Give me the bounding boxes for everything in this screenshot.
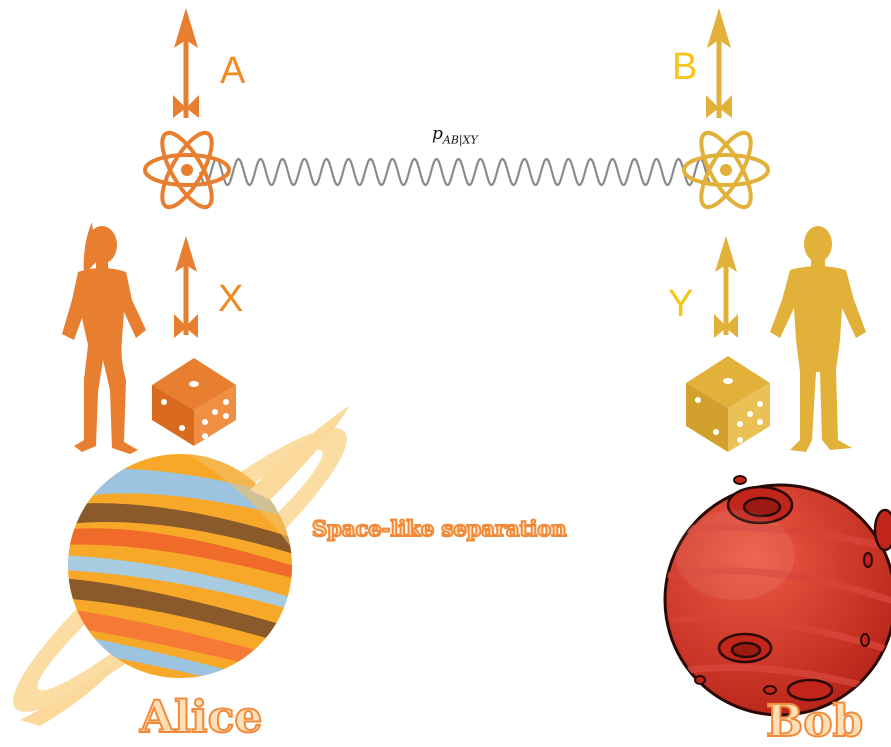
alice-input-arrow-icon: [174, 236, 198, 338]
bob-input-label: Y: [668, 285, 693, 323]
alice-input-label: X: [218, 280, 243, 318]
red-planet-icon: [665, 476, 891, 715]
alice-output-label: A: [220, 52, 245, 90]
alice-atom-icon: [145, 126, 229, 214]
alice-name-label: Alice: [140, 696, 262, 740]
bob-output-label: B: [672, 48, 697, 86]
man-silhouette-icon: [770, 226, 866, 452]
woman-silhouette-icon: [62, 222, 146, 454]
alice-dice-icon: [152, 358, 236, 446]
correlation-sub: AB|XY: [443, 133, 478, 146]
ringed-planet-icon: [0, 400, 372, 741]
separation-label: Space-like separation: [312, 518, 567, 539]
entanglement-wave-icon: [200, 159, 712, 185]
alice-output-arrow-icon: [173, 8, 199, 118]
bob-input-arrow-icon: [714, 236, 738, 338]
bob-dice-icon: [686, 356, 770, 452]
correlation-label: pAB|XY: [432, 126, 478, 145]
bob-output-arrow-icon: [706, 8, 732, 118]
correlation-main: p: [432, 124, 443, 144]
bob-name-label: Bob: [766, 700, 863, 744]
